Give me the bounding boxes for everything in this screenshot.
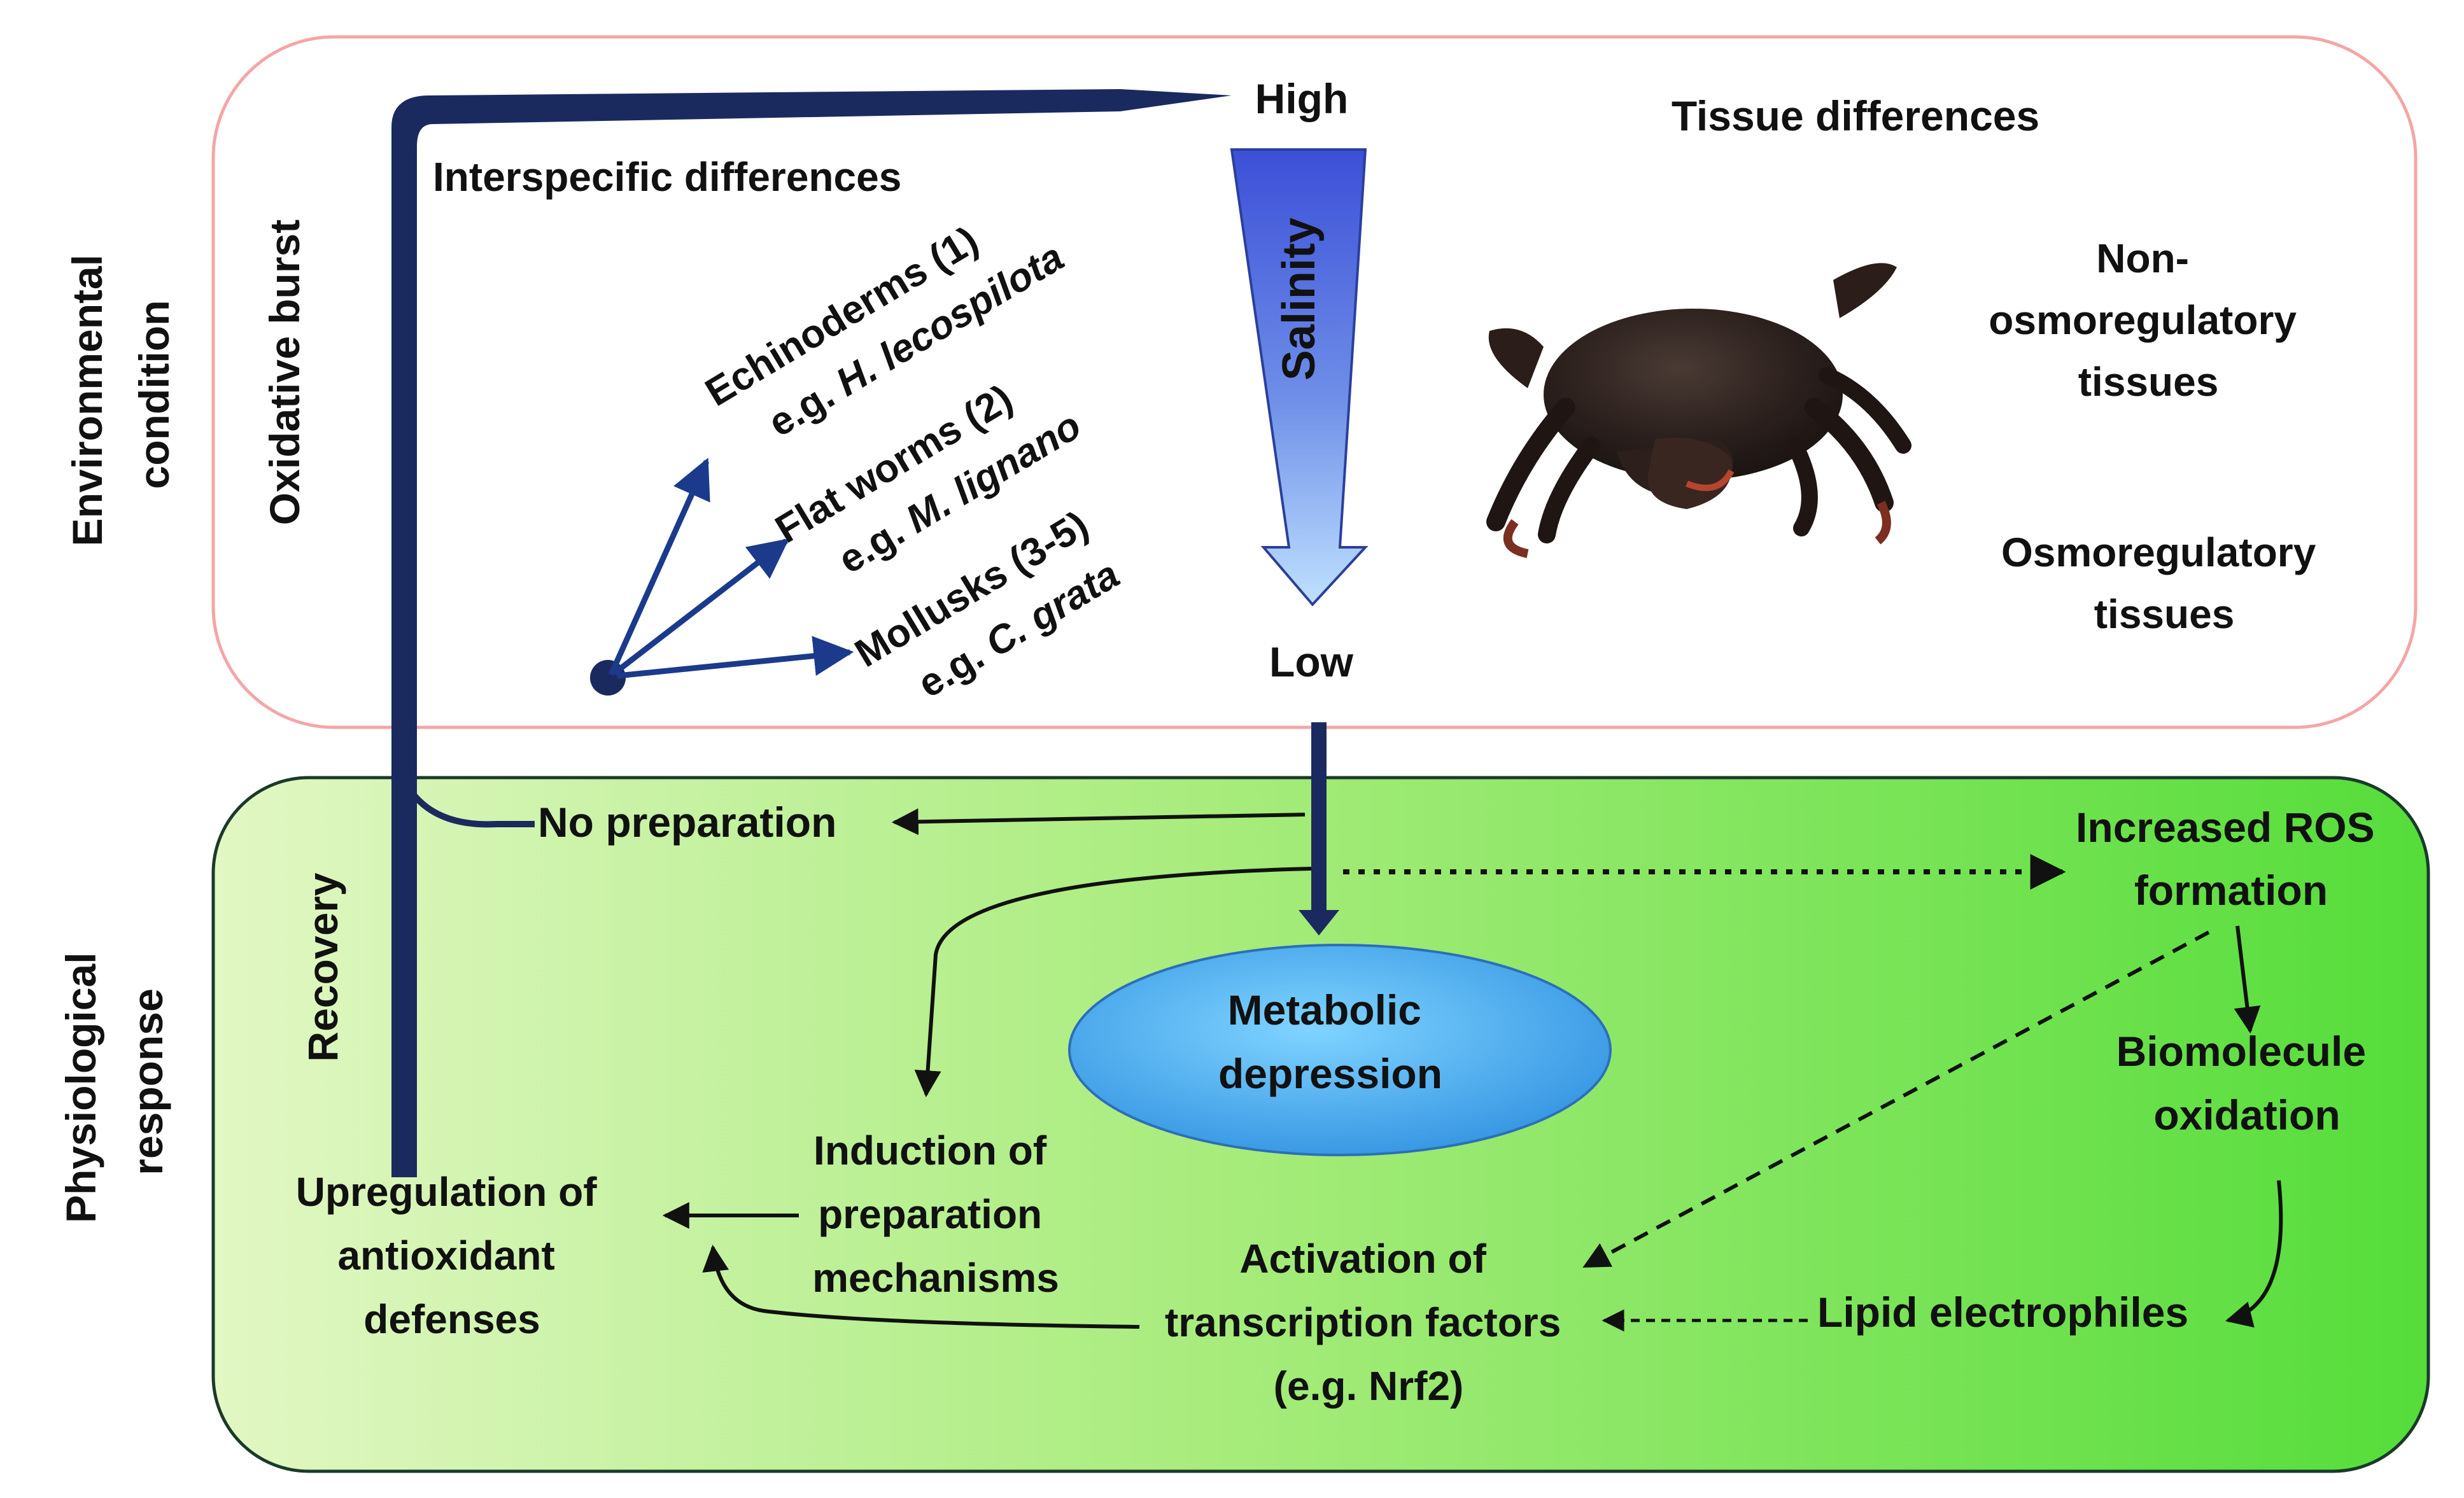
activation-label: Activation of transcription factors (e.g… [1165,1236,1572,1409]
interspecific-differences-label: Interspecific differences [433,154,901,200]
increased-ros-label: Increased ROS formation [2076,804,2386,914]
arrow-to-induction [914,867,1312,1098]
no-preparation-label: No preparation [538,799,836,846]
upregulation-label: Upregulation of antioxidant defenses [296,1169,609,1342]
non-osmoregulatory-tissues-label: Non- osmoregulatory tissues [1989,235,2307,405]
environmental-condition-label: Environmental condition [64,243,178,547]
osmoregulatory-tissues-label: Osmoregulatory tissues [2001,529,2327,637]
arrow-to-flatworms [612,538,789,676]
low-label: Low [1269,638,1354,685]
physiological-response-label: Physiological response [57,941,171,1223]
arrow-biomolecule-to-lipid [2225,1180,2283,1328]
arrow-to-echinoderms [608,458,710,676]
low-stem [1311,722,1327,920]
arrow-ros-to-biomolecule [2234,925,2261,1034]
metabolic-depression-label: Metabolic depression [1218,986,1442,1097]
arrow-to-mollusks [617,636,854,679]
no-preparation-connector [404,784,535,828]
recovery-label: Recovery [299,872,346,1061]
lipid-electrophiles-label: Lipid electrophiles [1817,1289,2188,1336]
arrow-to-no-preparation [891,808,1306,836]
arrow-activation-to-upregulation [702,1244,1140,1329]
high-label: High [1255,75,1349,122]
salinity-label: Salinity [1274,218,1325,381]
crab-image [1486,263,1911,558]
salinity-arrow [1230,148,1369,607]
induction-label: Induction of preparation mechanisms [812,1128,1059,1301]
oxidative-burst-label: Oxidative burst [261,220,308,525]
metabolic-depression-ellipse [1068,944,1612,1156]
biomolecule-oxidation-label: Biomolecule oxidation [2116,1028,2378,1138]
tissue-differences-label: Tissue differences [1672,92,2039,139]
low-stem-head [1299,910,1339,935]
dashed-arrow-ros-to-activation [1582,930,2210,1268]
